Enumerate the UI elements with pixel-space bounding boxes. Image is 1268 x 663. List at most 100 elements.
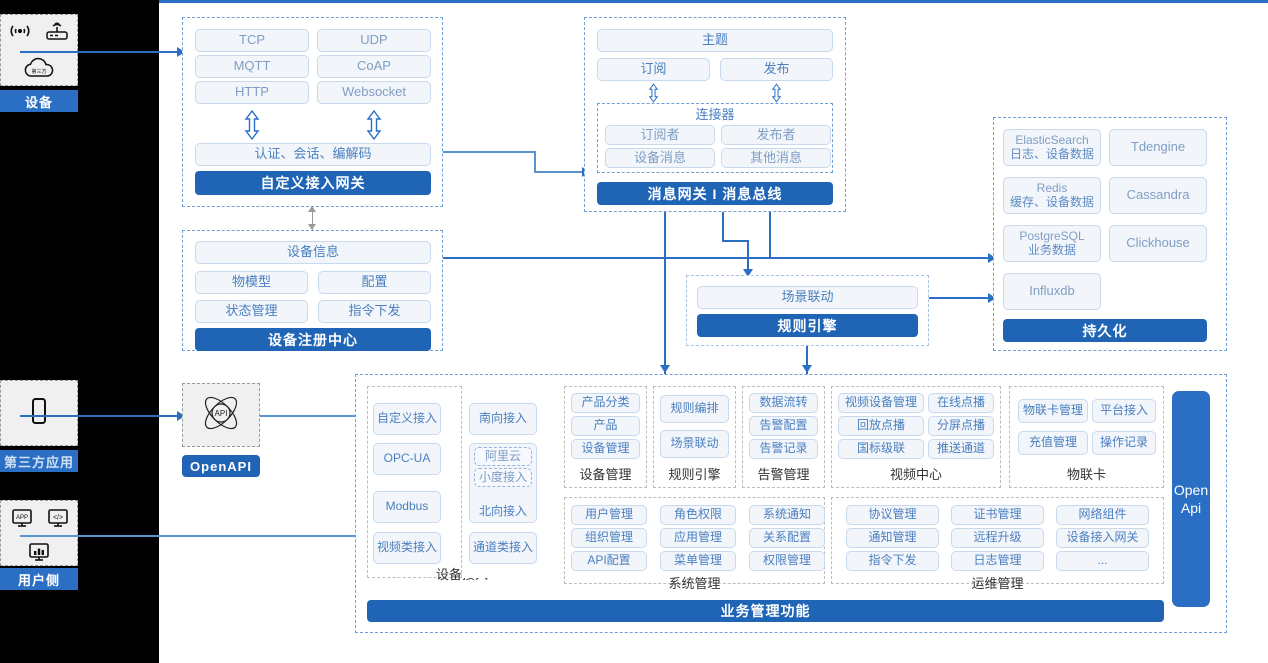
am-alarm-record[interactable]: 告警记录	[749, 439, 818, 459]
connector-item-device-message[interactable]: 设备消息	[605, 148, 715, 168]
device-access-custom[interactable]: 自定义接入	[373, 403, 441, 435]
om-more[interactable]: ...	[1056, 551, 1149, 571]
rule-engine-bar[interactable]: 规则引擎	[697, 314, 918, 337]
om-protocol-management[interactable]: 协议管理	[846, 505, 939, 525]
dm-device-management[interactable]: 设备管理	[571, 439, 640, 459]
vc-online-play[interactable]: 在线点播	[928, 393, 994, 413]
system-management-caption: 系统管理	[668, 575, 721, 591]
subscribe-box[interactable]: 订阅	[597, 58, 710, 81]
sm-system-notification[interactable]: 系统通知	[749, 505, 825, 525]
auth-session-codec-box[interactable]: 认证、会话、编解码	[195, 143, 431, 166]
ic-recharge-management[interactable]: 充值管理	[1018, 431, 1088, 455]
vc-gb-cascade[interactable]: 国标级联	[838, 439, 924, 459]
nested-aliyun[interactable]: 阿里云	[474, 447, 532, 466]
om-network-component[interactable]: 网络组件	[1056, 505, 1149, 525]
om-device-access-gateway[interactable]: 设备接入网关	[1056, 528, 1149, 548]
om-command-dispatch[interactable]: 指令下发	[846, 551, 939, 571]
ic-card-management[interactable]: 物联卡管理	[1018, 399, 1088, 423]
user-side-tile: APP </>	[0, 500, 78, 566]
publish-box[interactable]: 发布	[720, 58, 833, 81]
vc-push-channel[interactable]: 推送通道	[928, 439, 994, 459]
code-monitor-icon: </>	[46, 507, 70, 534]
nested-xiaodu[interactable]: 小度接入	[474, 468, 532, 487]
om-log-management[interactable]: 日志管理	[951, 551, 1044, 571]
om-notification-management[interactable]: 通知管理	[846, 528, 939, 548]
device-access-video[interactable]: 视频类接入	[373, 532, 441, 564]
am-alarm-config[interactable]: 告警配置	[749, 416, 818, 436]
store-postgresql[interactable]: PostgreSQL 业务数据	[1003, 225, 1101, 262]
arrow-up-registry-gateway	[308, 206, 316, 212]
protocol-udp[interactable]: UDP	[317, 29, 431, 52]
vc-split-screen-play[interactable]: 分屏点播	[928, 416, 994, 436]
dm-product[interactable]: 产品	[571, 416, 640, 436]
om-certificate-management[interactable]: 证书管理	[951, 505, 1044, 525]
iot-card-caption: 物联卡	[1066, 466, 1106, 482]
ic-operation-record[interactable]: 操作记录	[1092, 431, 1156, 455]
connector-item-publisher[interactable]: 发布者	[721, 125, 831, 145]
sm-org-management[interactable]: 组织管理	[571, 528, 647, 548]
command-dispatch-box[interactable]: 指令下发	[318, 300, 431, 323]
svg-text:</>: </>	[53, 515, 63, 522]
thing-model-box[interactable]: 物模型	[195, 271, 308, 294]
re-scene-linkage[interactable]: 场景联动	[660, 430, 729, 458]
sm-role-permission[interactable]: 角色权限	[660, 505, 736, 525]
protocol-http[interactable]: HTTP	[195, 81, 309, 104]
protocol-websocket[interactable]: Websocket	[317, 81, 431, 104]
protocol-tcp[interactable]: TCP	[195, 29, 309, 52]
protocol-mqtt[interactable]: MQTT	[195, 55, 309, 78]
device-access-southbound-box[interactable]: 南向接入	[469, 403, 537, 435]
re-rule-orchestration[interactable]: 规则编排	[660, 395, 729, 423]
message-gateway-bar[interactable]: 消息网关 I 消息总线	[597, 182, 833, 205]
topic-box[interactable]: 主题	[597, 29, 833, 52]
openapi-tile: API	[182, 383, 260, 447]
alarm-management-caption: 告警管理	[757, 466, 810, 482]
state-management-box[interactable]: 状态管理	[195, 300, 308, 323]
sm-permission-management[interactable]: 权限管理	[749, 551, 825, 571]
custom-access-gateway-bar[interactable]: 自定义接入网关	[195, 171, 431, 195]
business-management-bar[interactable]: 业务管理功能	[367, 600, 1164, 622]
connector-gateway-registry	[312, 208, 313, 230]
sm-user-management[interactable]: 用户管理	[571, 505, 647, 525]
store-influxdb[interactable]: Influxdb	[1003, 273, 1101, 310]
connector-userside-to-business	[20, 535, 357, 537]
vc-playback[interactable]: 回放点播	[838, 416, 924, 436]
am-data-flow[interactable]: 数据流转	[749, 393, 818, 413]
connector-item-other-message[interactable]: 其他消息	[721, 148, 831, 168]
bus-bidirectional-arrow-left-icon	[646, 83, 661, 108]
store-cassandra[interactable]: Cassandra	[1109, 177, 1207, 214]
device-info-box[interactable]: 设备信息	[195, 241, 431, 264]
persistence-bar[interactable]: 持久化	[1003, 319, 1207, 342]
diagram-canvas: TCP UDP MQTT CoAP HTTP Websocket 认证、会话、编…	[20, 0, 1268, 663]
store-elasticsearch[interactable]: ElasticSearch 日志、设备数据	[1003, 129, 1101, 166]
connector-item-subscriber[interactable]: 订阅者	[605, 125, 715, 145]
open-api-line1: Open	[1173, 481, 1209, 498]
connector-gateway-to-bus-v	[534, 151, 536, 173]
device-access-channel[interactable]: 通道类接入	[469, 532, 537, 564]
store-clickhouse[interactable]: Clickhouse	[1109, 225, 1207, 262]
store-redis[interactable]: Redis 缓存、设备数据	[1003, 177, 1101, 214]
user-side-rail-label: 用户侧	[0, 568, 78, 590]
ic-platform-access[interactable]: 平台接入	[1092, 399, 1156, 423]
device-management-caption: 设备管理	[579, 466, 632, 482]
openapi-label[interactable]: OpenAPI	[182, 455, 260, 477]
device-tile: 第三方	[0, 14, 78, 86]
open-api-vertical-bar[interactable]: Open Api	[1172, 391, 1210, 607]
om-remote-upgrade[interactable]: 远程升级	[951, 528, 1044, 548]
store-tdengine[interactable]: Tdengine	[1109, 129, 1207, 166]
arrow-bus-to-rule-engine	[743, 269, 753, 277]
bus-bidirectional-arrow-right-icon	[769, 83, 784, 108]
sm-app-management[interactable]: 应用管理	[660, 528, 736, 548]
protocol-coap[interactable]: CoAP	[317, 55, 431, 78]
device-registry-bar[interactable]: 设备注册中心	[195, 328, 431, 351]
sm-api-config[interactable]: API配置	[571, 551, 647, 571]
sm-menu-management[interactable]: 菜单管理	[660, 551, 736, 571]
arrow-rule-to-persistence	[988, 293, 996, 303]
svg-text:APP: APP	[16, 515, 28, 521]
configuration-box[interactable]: 配置	[318, 271, 431, 294]
sm-relation-config[interactable]: 关系配置	[749, 528, 825, 548]
scene-linkage-box[interactable]: 场景联动	[697, 286, 918, 309]
device-access-opcua[interactable]: OPC-UA	[373, 443, 441, 475]
vc-video-device-management[interactable]: 视频设备管理	[838, 393, 924, 413]
device-access-modbus[interactable]: Modbus	[373, 491, 441, 523]
dm-product-category[interactable]: 产品分类	[571, 393, 640, 413]
